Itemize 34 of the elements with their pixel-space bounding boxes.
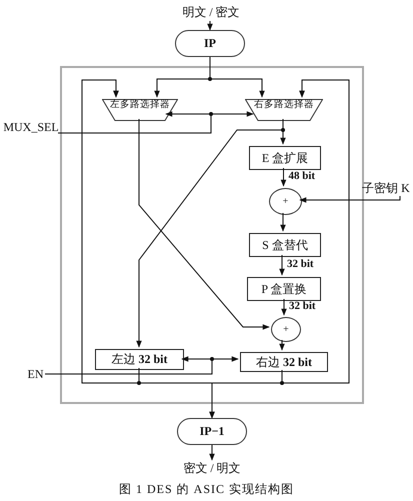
- arrow: [136, 118, 284, 348]
- arrow: [299, 196, 400, 203]
- arrow: [210, 56, 265, 98]
- edge-label: 32 bit: [287, 258, 314, 270]
- xor-circle: +: [271, 317, 301, 342]
- arrow: [279, 340, 285, 351]
- process-box: 右边 32 bit: [240, 352, 328, 372]
- process-box: 左边 32 bit: [95, 349, 184, 370]
- arrow: [280, 168, 286, 187]
- text-label: 密文 / 明文: [185, 460, 239, 477]
- process-pill: IP−1: [177, 418, 247, 445]
- arrow: [58, 111, 254, 134]
- edge-label: 32 bit: [289, 300, 316, 312]
- arrow: [279, 254, 285, 276]
- arrow: [138, 118, 270, 330]
- text-label: 明文 / 密文: [185, 4, 237, 21]
- edge-label: 48 bit: [288, 170, 316, 182]
- text-label: MUX_SEL: [4, 119, 58, 135]
- arrow: [209, 444, 215, 461]
- round-frame: [60, 66, 364, 404]
- text-label: 子密钥 K: [362, 181, 410, 196]
- process-box: E 盒扩展: [249, 146, 321, 170]
- multiplexer-trapezoid: 左多路选择器: [102, 99, 178, 121]
- process-box: P 盒置换: [247, 277, 321, 301]
- xor-circle: +: [269, 188, 302, 215]
- figure-caption: 图 1 DES 的 ASIC 实现结构图: [118, 481, 295, 498]
- arrow: [282, 80, 350, 384]
- arrow: [280, 212, 286, 232]
- process-pill: IP: [175, 30, 245, 57]
- process-box: S 盒替代: [249, 233, 321, 257]
- text-label: EN: [26, 366, 45, 382]
- multiplexer-trapezoid: 右多路选择器: [245, 99, 323, 121]
- arrow: [281, 298, 287, 316]
- arrow: [207, 20, 213, 31]
